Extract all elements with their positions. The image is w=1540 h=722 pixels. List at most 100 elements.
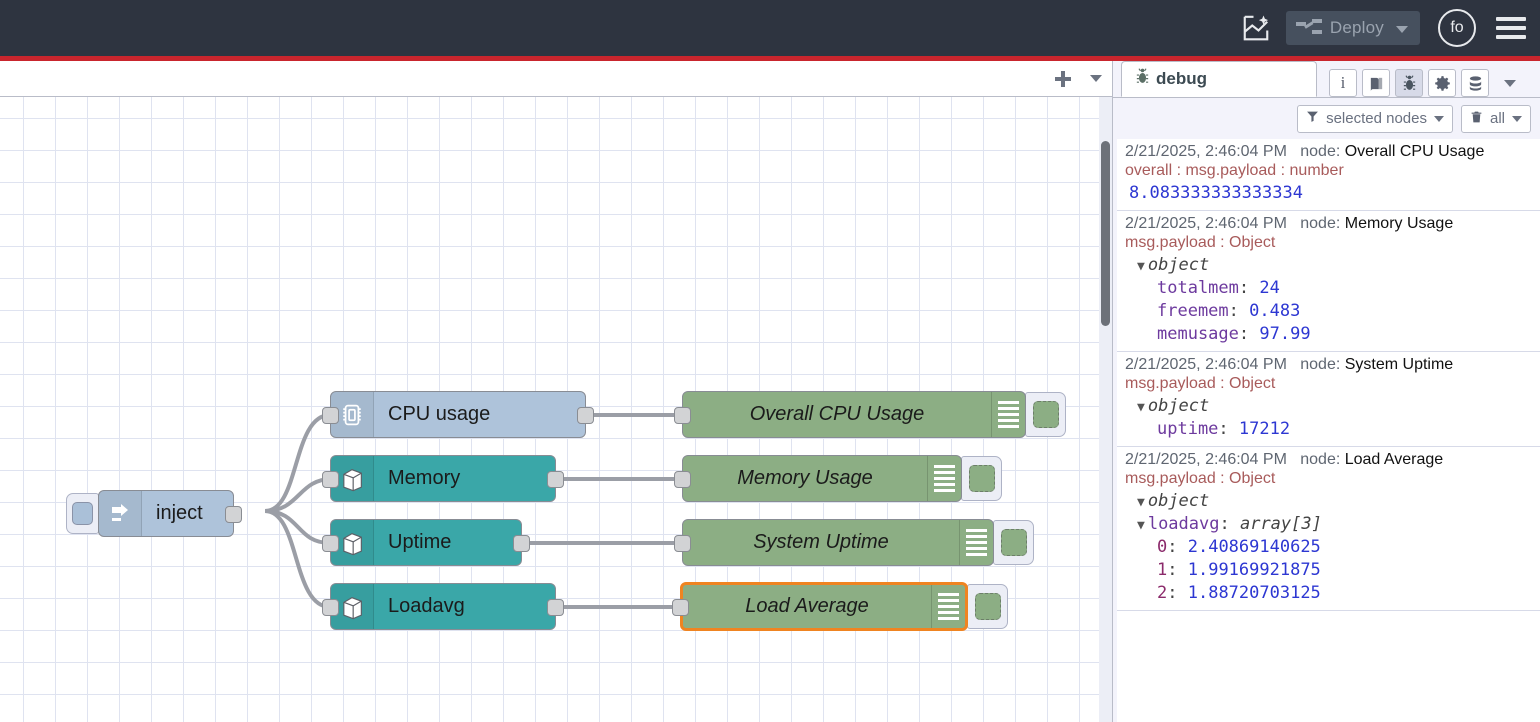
- chevron-down-icon[interactable]: [1434, 116, 1444, 122]
- debug-enable-toggle[interactable]: [967, 584, 1008, 629]
- expand-toggle-icon[interactable]: ▼: [1137, 518, 1148, 533]
- node-loadavg[interactable]: Loadavg: [330, 583, 556, 630]
- object-root-label: object: [1148, 396, 1209, 416]
- input-port[interactable]: [672, 599, 689, 616]
- context-stack-icon[interactable]: [1461, 69, 1489, 97]
- clear-button-label: all: [1490, 110, 1505, 127]
- node-inject[interactable]: inject: [66, 490, 234, 537]
- inject-trigger-button[interactable]: [66, 493, 99, 534]
- node-body[interactable]: Uptime: [330, 519, 522, 566]
- tab-debug[interactable]: debug: [1121, 61, 1317, 97]
- chevron-down-icon[interactable]: [1512, 116, 1522, 122]
- node-cpu-usage[interactable]: CPU usage: [330, 391, 586, 438]
- flow-canvas[interactable]: inject CPU usage: [0, 97, 1112, 722]
- node-label: Uptime: [374, 531, 465, 554]
- source-node-name[interactable]: Overall CPU Usage: [1345, 143, 1485, 160]
- node-body[interactable]: Memory Usage: [682, 455, 962, 502]
- hamburger-menu-icon[interactable]: [1496, 17, 1526, 39]
- expand-toggle-icon[interactable]: ▼: [1137, 495, 1148, 510]
- output-port[interactable]: [547, 471, 564, 488]
- debug-message[interactable]: 2/21/2025, 2:46:04 PM node: Overall CPU …: [1117, 139, 1540, 211]
- trash-icon: [1470, 110, 1483, 128]
- expand-toggle-icon[interactable]: ▼: [1137, 400, 1148, 415]
- node-debug-memory-usage[interactable]: Memory Usage: [682, 455, 1002, 502]
- debug-message-header: 2/21/2025, 2:46:04 PM node: Overall CPU …: [1125, 143, 1533, 161]
- object-root-row[interactable]: ▼object: [1125, 255, 1533, 275]
- node-label: System Uptime: [683, 531, 959, 554]
- object-root-label: object: [1148, 255, 1209, 275]
- input-port[interactable]: [322, 599, 339, 616]
- expand-toggle-icon[interactable]: ▼: [1137, 259, 1148, 274]
- debug-message[interactable]: 2/21/2025, 2:46:04 PM node: Load Average…: [1117, 447, 1540, 611]
- clear-button[interactable]: all: [1461, 105, 1531, 133]
- debug-message[interactable]: 2/21/2025, 2:46:04 PM node: System Uptim…: [1117, 352, 1540, 447]
- source-node-name[interactable]: System Uptime: [1345, 356, 1453, 373]
- node-uptime[interactable]: Uptime: [330, 519, 522, 566]
- node-debug-system-uptime[interactable]: System Uptime: [682, 519, 1034, 566]
- node-body[interactable]: Load Average: [680, 582, 968, 631]
- object-root-row[interactable]: ▼object: [1125, 396, 1533, 416]
- input-port[interactable]: [674, 471, 691, 488]
- add-flow-button[interactable]: [1046, 66, 1080, 92]
- sidebar-more-chevron-down-icon[interactable]: [1504, 80, 1516, 87]
- debug-toggle-inner: [969, 465, 995, 492]
- input-port[interactable]: [674, 535, 691, 552]
- info-icon[interactable]: i: [1329, 69, 1357, 97]
- output-port[interactable]: [513, 535, 530, 552]
- node-body[interactable]: Overall CPU Usage: [682, 391, 1026, 438]
- node-label: CPU usage: [374, 403, 504, 426]
- debug-message-list[interactable]: 2/21/2025, 2:46:04 PM node: Overall CPU …: [1113, 139, 1540, 722]
- avatar[interactable]: fo: [1438, 9, 1476, 47]
- filter-button[interactable]: selected nodes: [1297, 105, 1453, 133]
- output-port[interactable]: [547, 599, 564, 616]
- deploy-button-label: Deploy: [1330, 18, 1384, 38]
- bug-icon[interactable]: [1395, 69, 1423, 97]
- debug-lines-icon: [931, 585, 965, 628]
- property-key: memusage: [1157, 324, 1239, 344]
- flow-sparkle-icon[interactable]: [1236, 8, 1276, 48]
- object-property-row: uptime: 17212: [1125, 419, 1533, 439]
- node-body[interactable]: inject: [98, 490, 234, 537]
- debug-enable-toggle[interactable]: [961, 456, 1002, 501]
- array-item-row: 2: 1.88720703125: [1125, 583, 1533, 603]
- debug-message-topic: msg.payload : Object: [1125, 470, 1533, 488]
- debug-message-header: 2/21/2025, 2:46:04 PM node: System Uptim…: [1125, 356, 1533, 374]
- flow-list-chevron-down-icon[interactable]: [1090, 75, 1102, 82]
- property-value: 17212: [1239, 419, 1290, 439]
- source-node-name[interactable]: Load Average: [1345, 451, 1443, 468]
- app-header: Deploy fo: [0, 0, 1540, 56]
- chevron-down-icon[interactable]: [1396, 26, 1408, 33]
- input-port[interactable]: [322, 471, 339, 488]
- array-index: 1: [1157, 560, 1167, 580]
- inject-trigger-inner: [72, 502, 93, 525]
- gear-icon[interactable]: [1428, 69, 1456, 97]
- timestamp: 2/21/2025, 2:46:04 PM: [1125, 215, 1287, 232]
- object-root-row[interactable]: ▼object: [1125, 491, 1533, 511]
- deploy-button[interactable]: Deploy: [1286, 11, 1420, 45]
- node-debug-overall-cpu-usage[interactable]: Overall CPU Usage: [682, 391, 1066, 438]
- node-body[interactable]: Memory: [330, 455, 556, 502]
- node-body[interactable]: Loadavg: [330, 583, 556, 630]
- debug-enable-toggle[interactable]: [993, 520, 1034, 565]
- node-debug-load-average[interactable]: Load Average: [680, 582, 1008, 631]
- array-value: 1.88720703125: [1188, 583, 1321, 603]
- node-memory[interactable]: Memory: [330, 455, 556, 502]
- node-label: Memory: [374, 467, 474, 490]
- array-root-row[interactable]: ▼loadavg: array[3]: [1125, 514, 1533, 534]
- debug-enable-toggle[interactable]: [1025, 392, 1066, 437]
- input-port[interactable]: [674, 407, 691, 424]
- input-port[interactable]: [322, 535, 339, 552]
- node-body[interactable]: System Uptime: [682, 519, 994, 566]
- help-book-icon[interactable]: [1362, 69, 1390, 97]
- debug-message[interactable]: 2/21/2025, 2:46:04 PM node: Memory Usage…: [1117, 211, 1540, 352]
- output-port[interactable]: [577, 407, 594, 424]
- node-body[interactable]: CPU usage: [330, 391, 586, 438]
- array-value: 2.40869140625: [1188, 537, 1321, 557]
- source-node-name[interactable]: Memory Usage: [1345, 215, 1453, 232]
- output-port[interactable]: [225, 506, 242, 523]
- input-port[interactable]: [322, 407, 339, 424]
- canvas-scrollbar-thumb[interactable]: [1101, 141, 1110, 326]
- debug-lines-icon: [927, 456, 961, 501]
- debug-lines-icon: [991, 392, 1025, 437]
